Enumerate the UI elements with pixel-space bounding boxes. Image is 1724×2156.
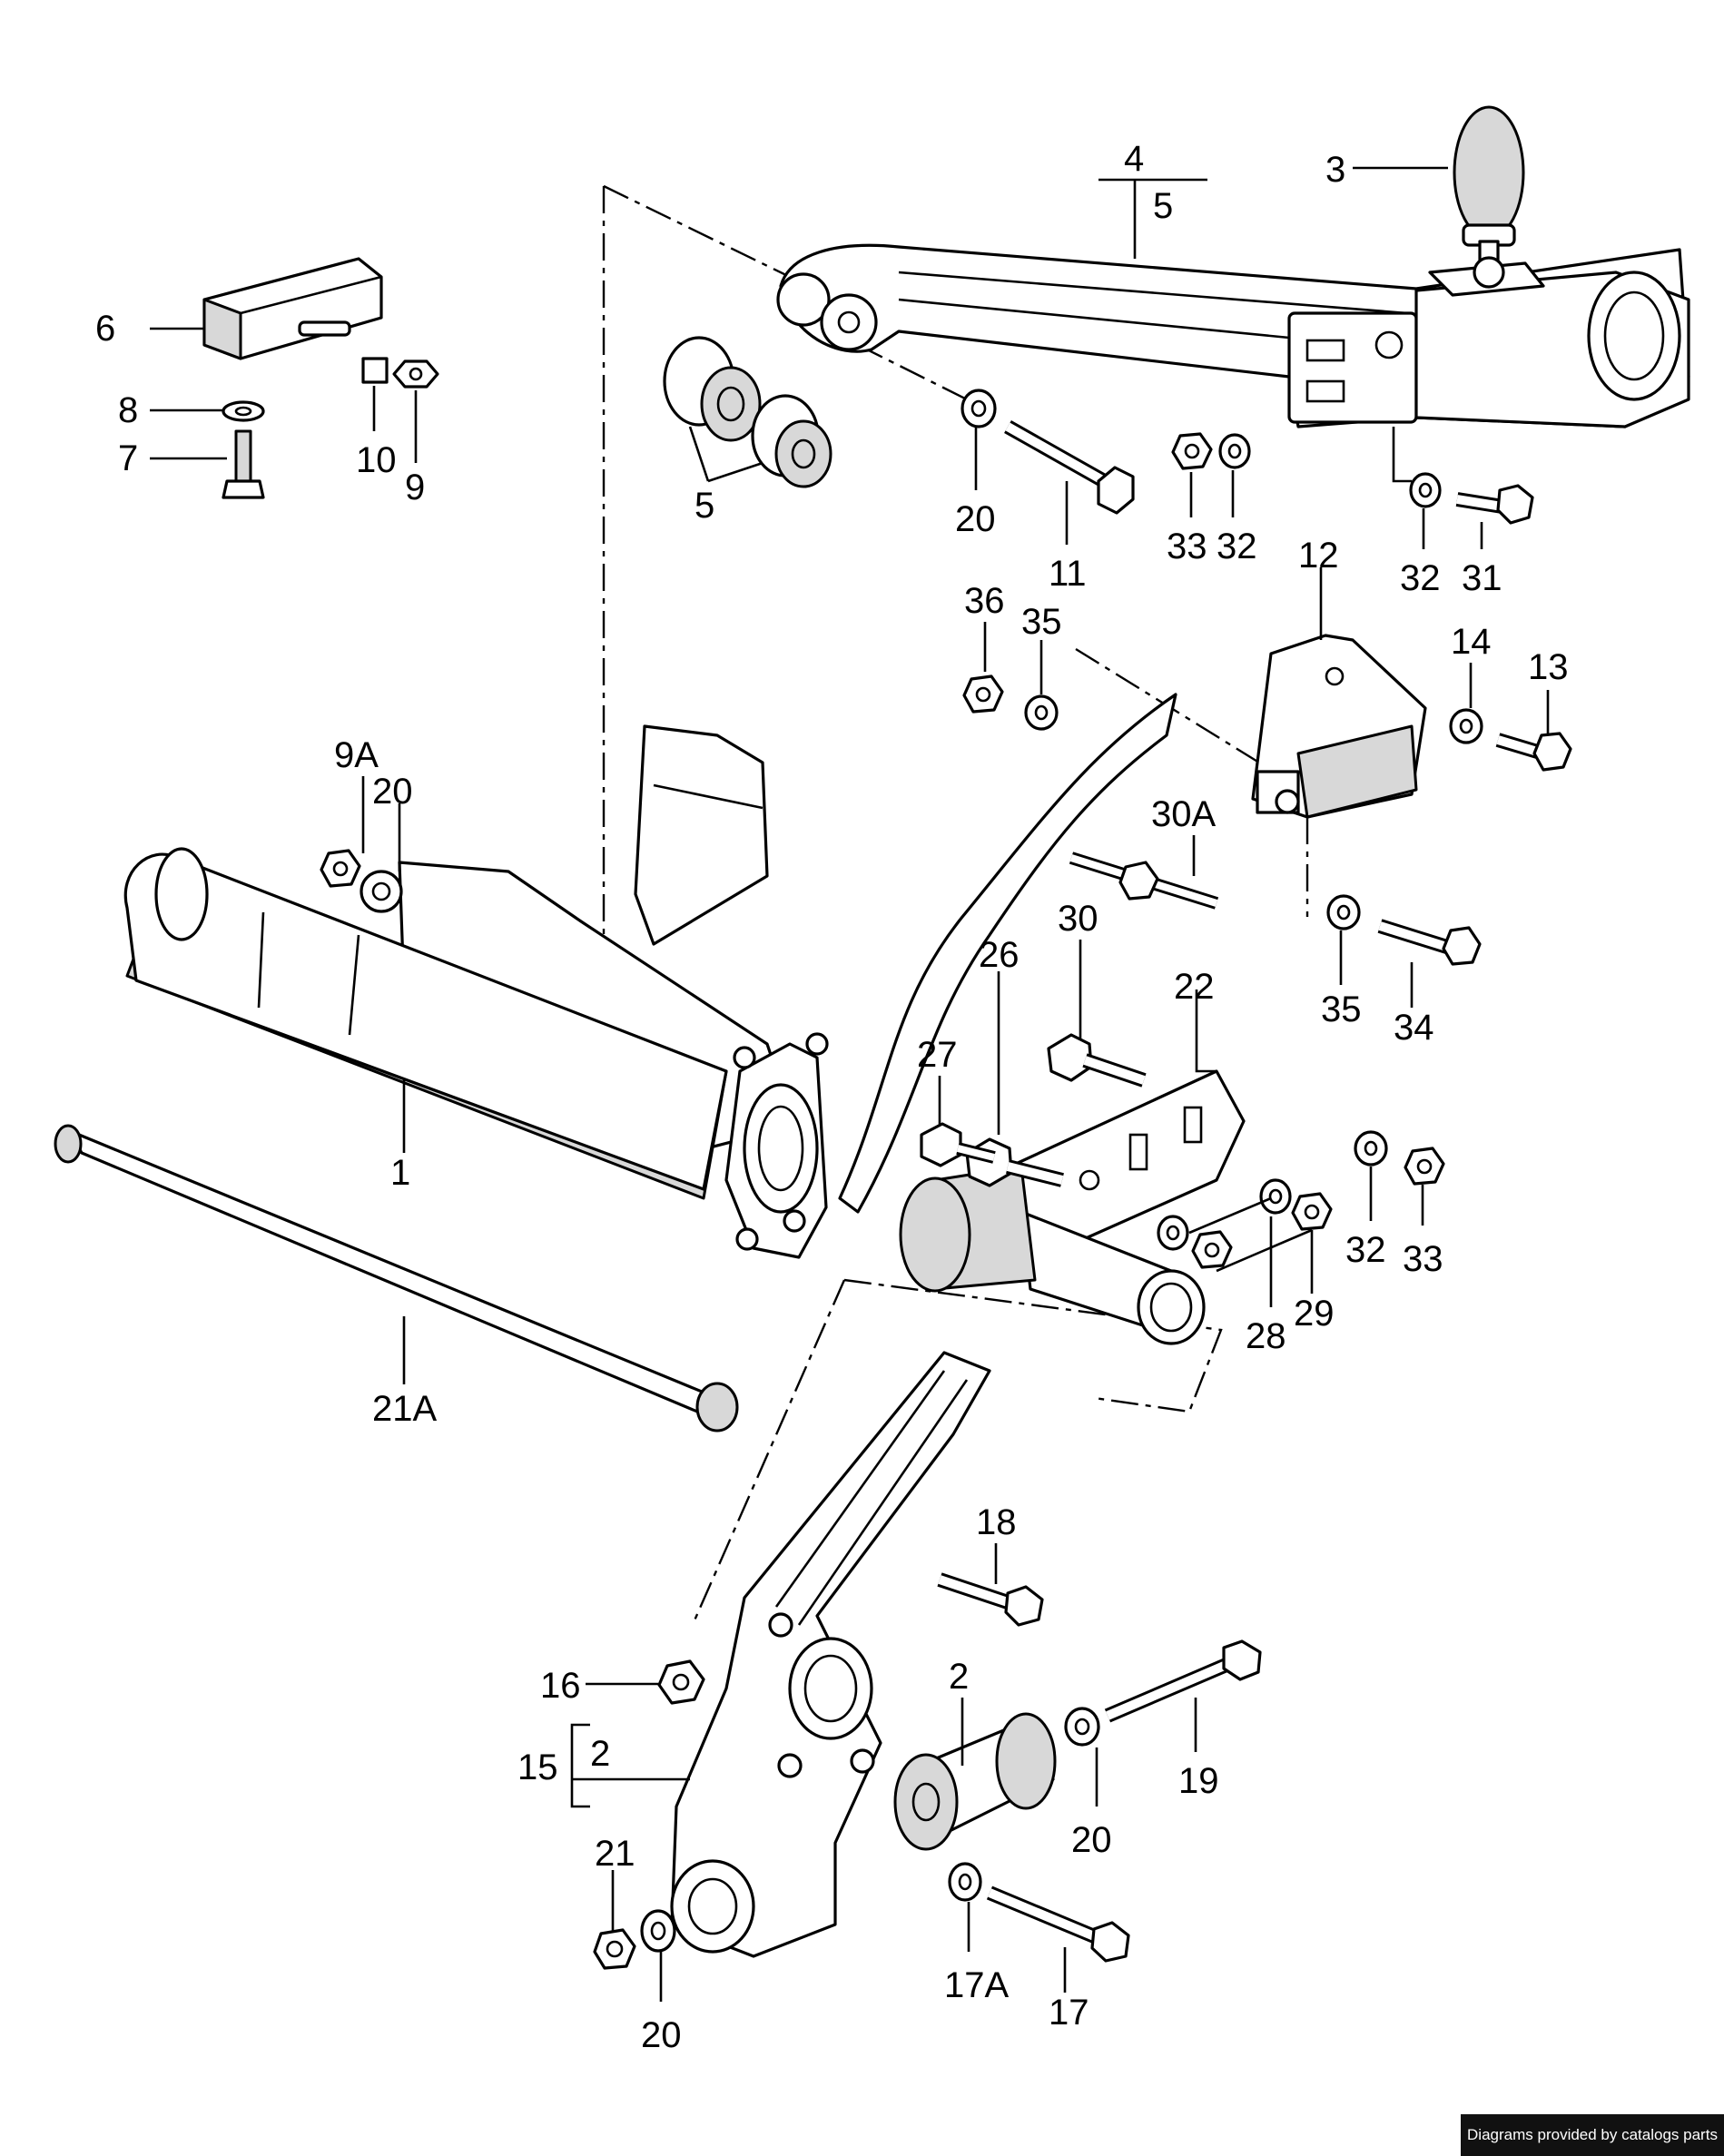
part-16-washer <box>657 1659 705 1705</box>
callout-34: 34 <box>1394 1008 1434 1048</box>
callout-32-right: 32 <box>1345 1230 1386 1270</box>
callout-30: 30 <box>1058 899 1098 939</box>
part-18-bolt <box>937 1572 1044 1627</box>
part-3-rubber-stop <box>1453 105 1525 267</box>
part-9-nut <box>392 359 439 389</box>
part-20-washer-bottom <box>640 1909 676 1953</box>
callout-22: 22 <box>1174 967 1215 1007</box>
callout-4: 4 <box>1124 139 1144 179</box>
callout-12: 12 <box>1298 536 1339 576</box>
part-9a-nut <box>320 849 361 888</box>
callout-33-upper: 33 <box>1167 527 1207 566</box>
part-13-bolt <box>1495 732 1572 772</box>
part-30-bolt <box>1047 1033 1147 1088</box>
part-17a-washer <box>948 1862 982 1902</box>
callout-labels: 1 3 4 5 5 6 8 7 10 9 20 11 33 32 32 31 1… <box>95 139 1569 2055</box>
part-33-nut-right <box>1404 1147 1445 1186</box>
part-35-washer-lower <box>1326 894 1361 930</box>
part-12-bracket <box>1251 634 1427 819</box>
callout-17a: 17A <box>944 1965 1009 2005</box>
callout-19: 19 <box>1178 1761 1219 1801</box>
part-29-nut-b <box>1191 1230 1233 1269</box>
part-32-washer-upper <box>1218 433 1251 469</box>
callout-15: 15 <box>517 1747 558 1787</box>
callout-9: 9 <box>405 468 425 507</box>
part-14-washer <box>1449 708 1483 744</box>
callout-29: 29 <box>1294 1294 1335 1334</box>
callout-3: 3 <box>1325 150 1345 190</box>
callout-16: 16 <box>540 1666 581 1706</box>
callout-20-bottom: 20 <box>641 2015 682 2055</box>
footer-credit: Diagrams provided by catalogs parts <box>1461 2114 1724 2156</box>
callout-20-lower-right: 20 <box>1071 1820 1112 1860</box>
leader-lines <box>150 166 1550 2002</box>
part-22-spring-plate <box>899 1069 1246 1345</box>
callout-6: 6 <box>95 309 115 349</box>
part-34-bolt <box>1377 919 1482 966</box>
callout-33-right: 33 <box>1403 1239 1443 1279</box>
callout-31: 31 <box>1462 558 1502 598</box>
callout-11: 11 <box>1049 554 1087 594</box>
part-20-washer-lower-right <box>1064 1707 1100 1747</box>
callout-21a: 21A <box>372 1389 437 1429</box>
callout-35-lower: 35 <box>1321 989 1362 1029</box>
callout-2-upper: 2 <box>949 1657 969 1697</box>
part-2-bushing <box>893 1712 1057 1851</box>
callout-10: 10 <box>356 440 397 480</box>
callout-9a: 9A <box>334 735 379 775</box>
part-5-bushings <box>663 336 832 488</box>
callout-7: 7 <box>118 438 138 478</box>
callout-5-upper: 5 <box>1153 186 1173 226</box>
callout-8: 8 <box>118 390 138 430</box>
part-1-cross-tube <box>123 724 829 1259</box>
callout-21: 21 <box>595 1834 635 1874</box>
part-27-bolt <box>920 1122 996 1167</box>
part-11-bolt <box>1004 420 1135 515</box>
part-20-washer-upper <box>961 389 997 428</box>
callout-18: 18 <box>976 1502 1017 1542</box>
part-7-bolt <box>222 429 265 499</box>
part-19-bolt <box>1104 1639 1262 1723</box>
callout-32-upper: 32 <box>1217 527 1257 566</box>
part-32-washer-mid <box>1409 472 1442 508</box>
part-8-washer <box>222 400 265 422</box>
callout-20-upper: 20 <box>955 499 996 539</box>
callout-26: 26 <box>979 935 1020 975</box>
callout-13: 13 <box>1528 647 1569 687</box>
callout-20-left: 20 <box>372 772 413 812</box>
part-15-trailing-arm <box>670 1351 991 1958</box>
part-10-square-washer <box>361 357 389 384</box>
part-28-washer <box>1259 1178 1292 1215</box>
callout-36: 36 <box>964 581 1005 621</box>
callout-17: 17 <box>1049 1993 1089 2033</box>
part-21a-torsion-bar <box>54 1124 739 1432</box>
part-33-nut-upper <box>1171 432 1213 470</box>
callout-27: 27 <box>917 1035 958 1075</box>
part-31-bolt <box>1455 484 1534 525</box>
callout-14: 14 <box>1451 622 1492 662</box>
part-35-washer-upper <box>1024 694 1059 731</box>
curved-strut <box>838 693 1177 1214</box>
part-6-mount <box>202 257 383 360</box>
callout-28: 28 <box>1246 1316 1286 1356</box>
part-4-spring-plate <box>776 243 1690 428</box>
part-30a-stud <box>1069 852 1219 910</box>
callout-1: 1 <box>390 1153 410 1193</box>
part-29-nut <box>1291 1192 1333 1231</box>
callout-32-mid: 32 <box>1400 558 1441 598</box>
callout-35-upper: 35 <box>1021 602 1062 642</box>
part-17-bolt <box>986 1885 1130 1963</box>
part-36-nut <box>962 674 1004 714</box>
part-20-washer-left <box>360 870 403 913</box>
callout-30a: 30A <box>1151 794 1216 834</box>
callout-5-bushings: 5 <box>695 486 714 526</box>
part-28-washer-b <box>1157 1215 1189 1251</box>
callout-2-bracket: 2 <box>590 1734 610 1774</box>
part-32-washer-right <box>1354 1130 1388 1167</box>
part-21-nut <box>593 1928 636 1970</box>
